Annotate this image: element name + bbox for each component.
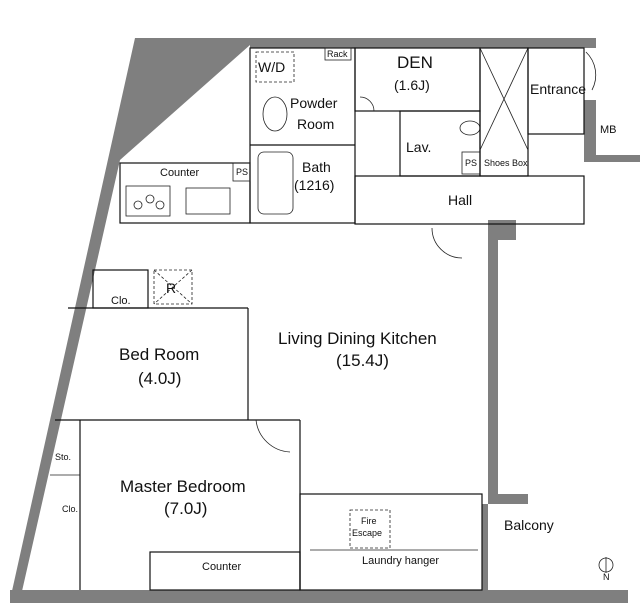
kitchen-counter	[119, 162, 251, 224]
entrance-area	[527, 47, 585, 135]
wd-label: W/D	[258, 59, 285, 75]
right-wall	[478, 220, 528, 504]
den-label: DEN	[397, 53, 433, 72]
hall-label: Hall	[448, 192, 472, 208]
mb-wall	[584, 100, 640, 162]
rack	[324, 47, 352, 61]
mb-label: MB	[600, 124, 617, 136]
fire-escape-label-1: Fire	[361, 516, 377, 526]
exterior-walls	[10, 38, 640, 603]
balcony-wall	[482, 504, 628, 603]
toilet	[459, 120, 481, 136]
bed-room-size: (4.0J)	[138, 369, 181, 388]
balcony-area	[299, 493, 483, 591]
ps-kitchen-label: PS	[236, 167, 248, 177]
bathtub	[257, 151, 294, 215]
hall-door	[431, 227, 463, 259]
lav-label: Lav.	[406, 139, 431, 155]
refrigerator-space	[153, 269, 193, 305]
north-label: N	[603, 572, 610, 582]
bed-room-label: Bed Room	[119, 345, 199, 364]
entrance-label: Entrance	[530, 81, 586, 97]
storage-label: Sto.	[55, 452, 71, 462]
master-counter-label: Counter	[202, 561, 241, 573]
ps-kitchen-box	[232, 162, 251, 182]
shoes-box-label: Shoes Box	[484, 158, 528, 168]
bath-size: (1216)	[294, 177, 334, 193]
hall-area	[354, 175, 585, 225]
shoes-box	[479, 47, 529, 177]
laundry-hanger-label: Laundry hanger	[362, 555, 439, 567]
master-bedroom-size: (7.0J)	[164, 499, 207, 518]
powder-room-label-1: Powder	[290, 95, 338, 111]
top-wall	[135, 38, 596, 48]
bath-label: Bath	[302, 159, 331, 175]
powder-room-label-2: Room	[297, 116, 334, 132]
balcony-label: Balcony	[504, 517, 554, 533]
labels: W/D Rack Powder Room Bath (1216) DEN (1.…	[55, 49, 617, 582]
kitchen-sink	[185, 187, 231, 215]
left-wall	[10, 38, 250, 600]
bottom-wall	[10, 590, 482, 603]
kitchen-counter-label: Counter	[160, 167, 199, 179]
master-closet-label: Clo.	[62, 504, 78, 514]
entrance-door	[585, 51, 597, 91]
master-bedroom-label: Master Bedroom	[120, 477, 246, 496]
north-arrow-icon: N	[598, 557, 614, 582]
ps-hall-label: PS	[465, 158, 477, 168]
interior-walls	[50, 47, 597, 591]
sink	[262, 96, 288, 132]
utility-block	[249, 47, 356, 224]
bed-closet-label: Clo.	[111, 295, 131, 307]
ldk-label: Living Dining Kitchen	[278, 329, 437, 348]
bedroom-door	[255, 419, 291, 453]
washer-space	[255, 51, 295, 83]
den-door	[359, 96, 375, 112]
ldk-size: (15.4J)	[336, 351, 389, 370]
fire-escape-label-2: Escape	[352, 528, 382, 538]
fire-escape-hatch	[349, 509, 391, 549]
rack-label: Rack	[327, 49, 348, 59]
stove	[125, 185, 171, 217]
den-size: (1.6J)	[394, 77, 430, 93]
refrigerator-label: R	[166, 280, 176, 296]
